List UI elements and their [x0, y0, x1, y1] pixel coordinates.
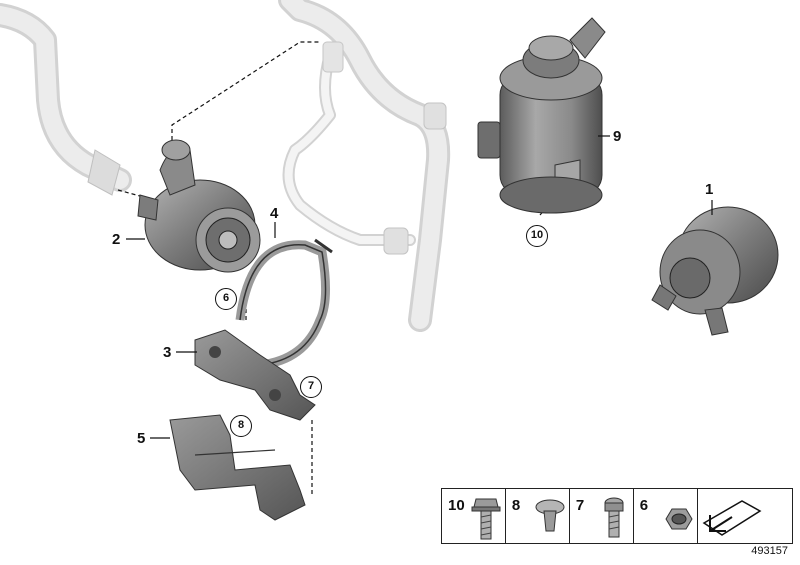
- insulating-mat-arrow-icon: [702, 500, 762, 536]
- part-4-strap: [235, 238, 333, 370]
- legend-number: 8: [511, 497, 521, 514]
- legend-item-6: 6: [634, 489, 698, 543]
- legend-item-10: 10: [442, 489, 506, 543]
- callout-7: 7: [300, 376, 322, 398]
- legend-item-8: 8: [506, 489, 570, 543]
- callout-10: 10: [526, 225, 548, 247]
- legend-item-7: 7: [570, 489, 634, 543]
- part-2-water-pump: [137, 139, 261, 273]
- callout-8: 8: [230, 415, 252, 437]
- background-hoses: [0, 0, 451, 332]
- callout-4: 4: [270, 205, 279, 222]
- diagram-number: 493157: [751, 545, 788, 557]
- legend-number: 10: [448, 497, 465, 514]
- hose-connector: [383, 227, 409, 255]
- expanding-rivet-icon: [535, 499, 565, 532]
- part-3-bracket: [194, 329, 316, 421]
- legend-number: 7: [575, 497, 585, 514]
- legend-item-mat: [698, 489, 792, 543]
- bolt-flange-icon: [471, 498, 501, 540]
- callout-leaders: [126, 135, 713, 439]
- callout-6: 6: [215, 288, 237, 310]
- hose-top: [278, 0, 451, 332]
- part-1-pump: [651, 206, 779, 336]
- legend-number: 6: [639, 497, 649, 514]
- hose-clamp-top: [322, 41, 344, 73]
- part-5-bracket: [169, 414, 306, 521]
- hex-nut-icon: [665, 508, 693, 530]
- torx-bolt-icon: [604, 497, 624, 538]
- callout-1: 1: [705, 181, 714, 198]
- part-9-canister-pump: [477, 17, 606, 214]
- callout-5: 5: [137, 430, 146, 447]
- callout-2: 2: [112, 231, 121, 248]
- fastener-legend: 10 8 7 6: [441, 488, 793, 544]
- callout-9: 9: [613, 128, 622, 145]
- callout-3: 3: [163, 344, 172, 361]
